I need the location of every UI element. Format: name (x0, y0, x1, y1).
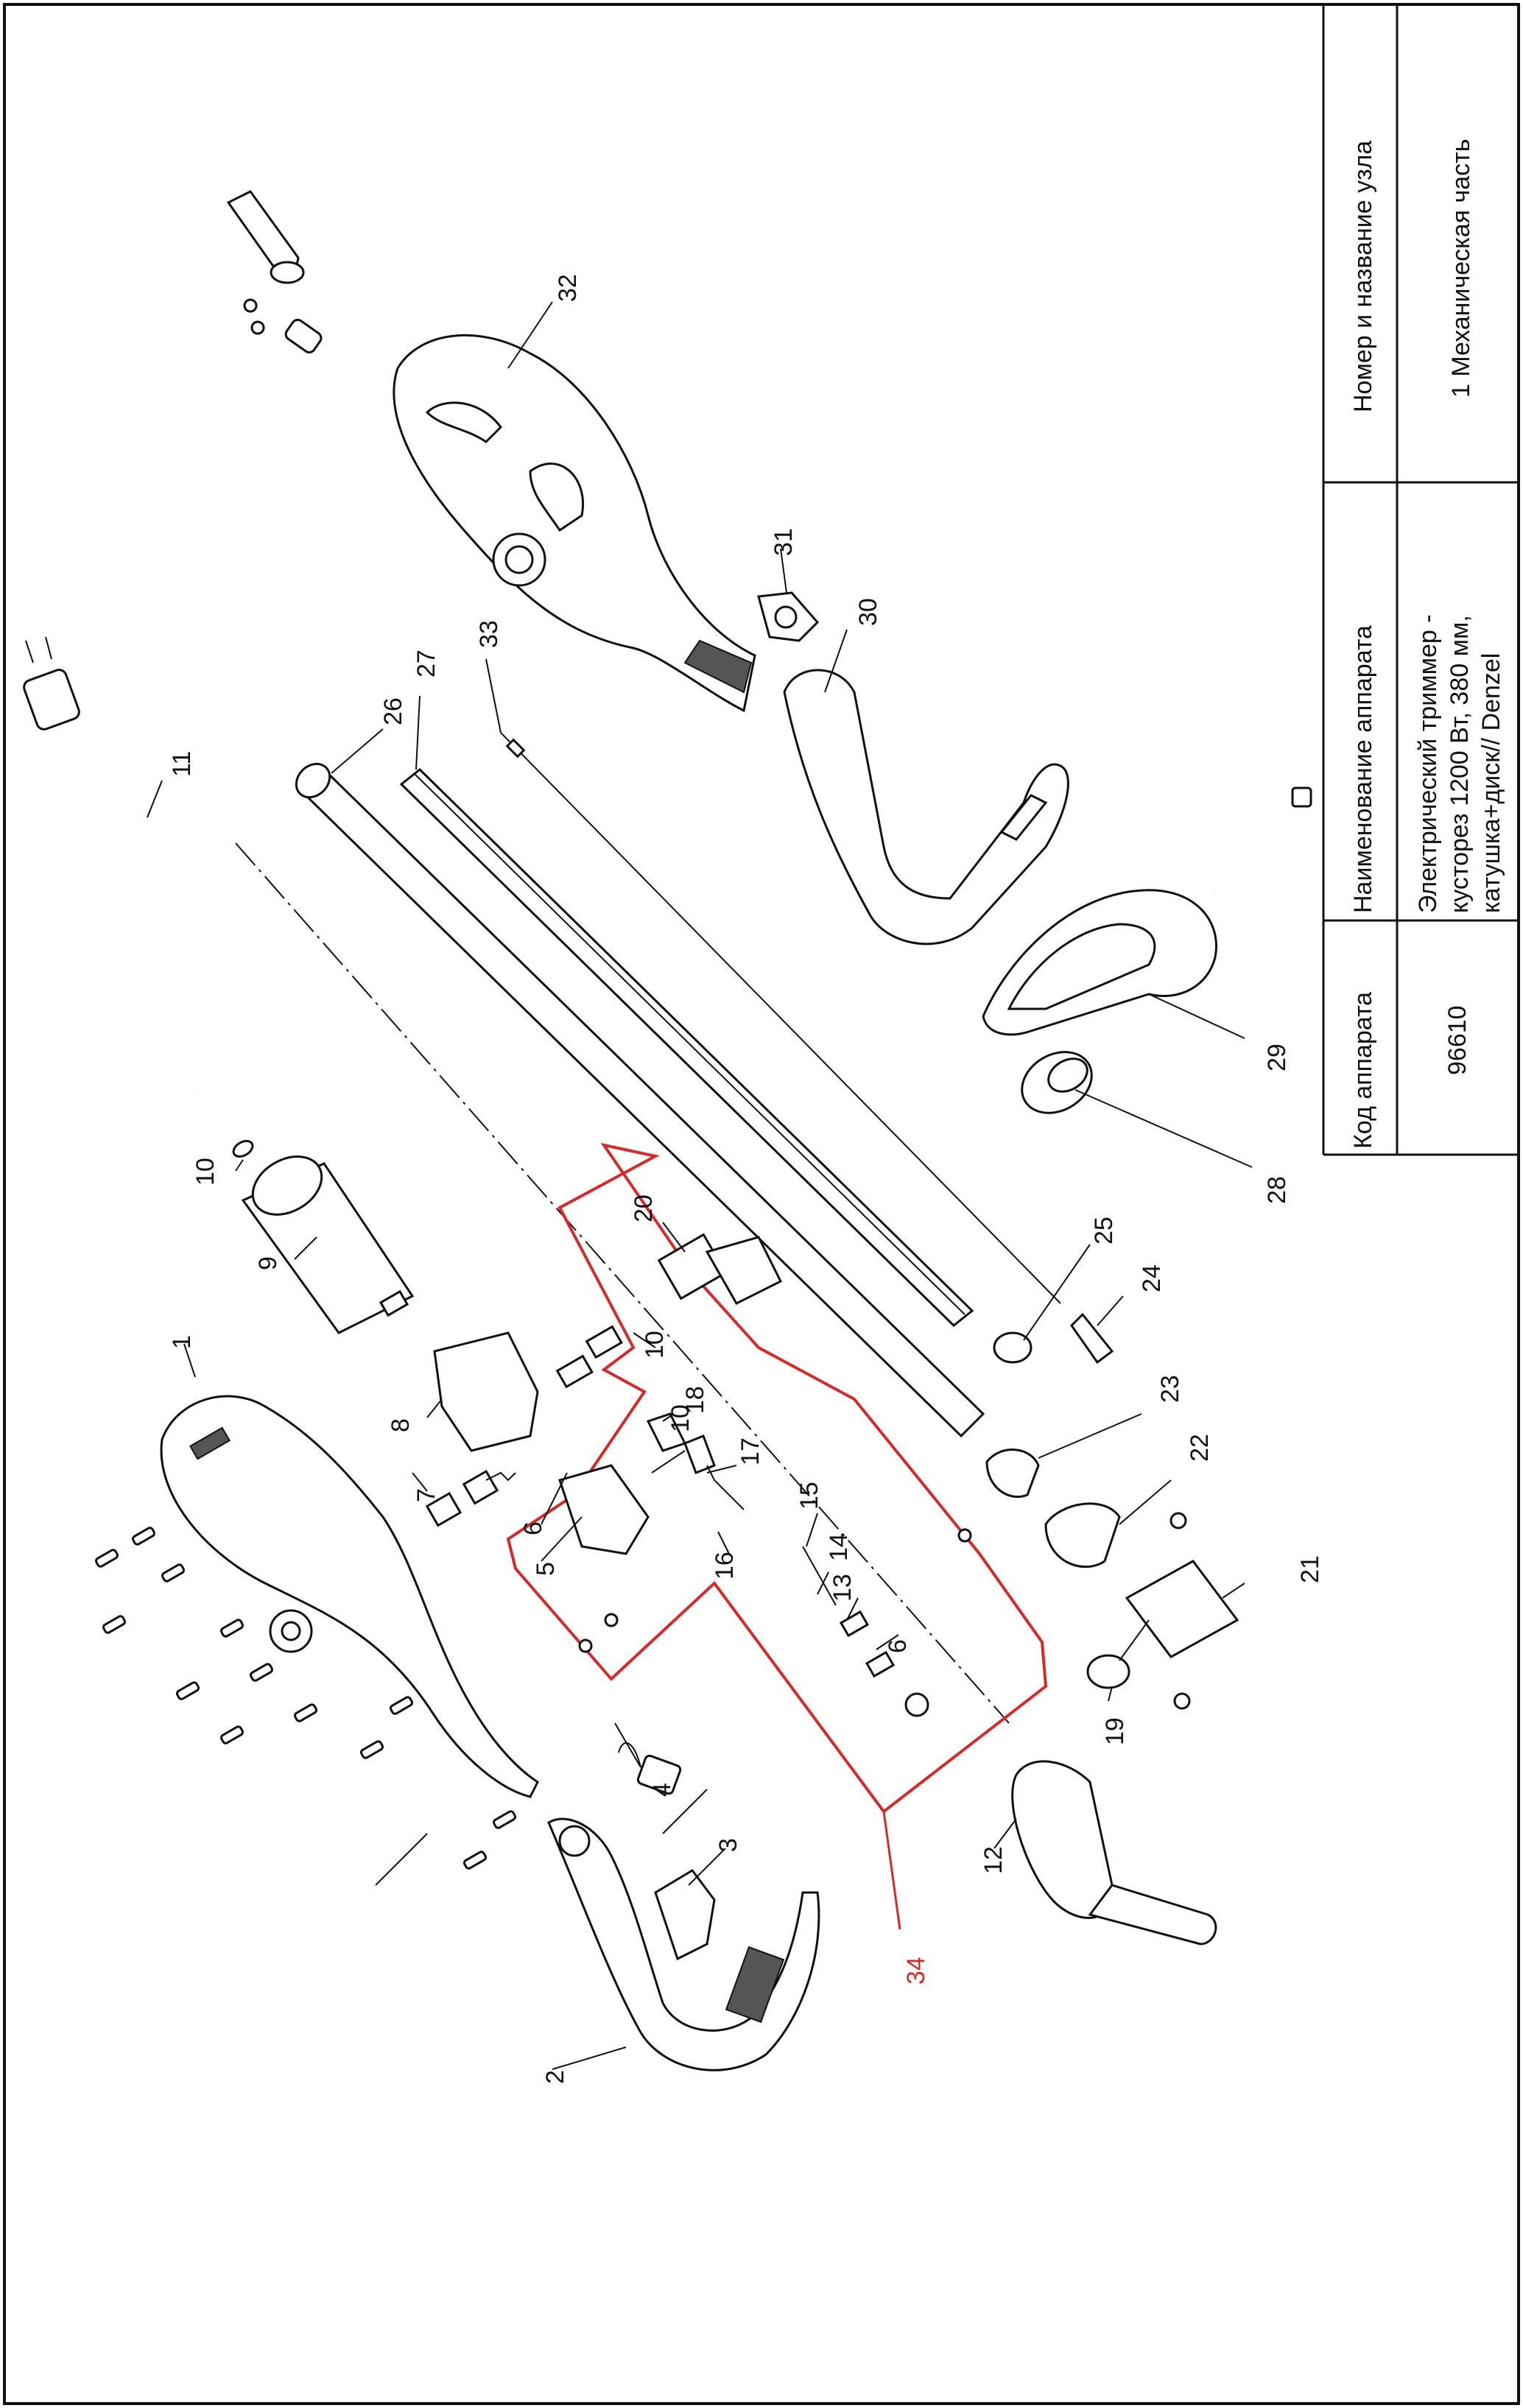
clamp-22 (1044, 1502, 1121, 1569)
tube-21 (1125, 1560, 1239, 1658)
callout-2: 2 (541, 2070, 569, 2084)
clamp-23 (985, 1448, 1040, 1499)
stator-8 (433, 1331, 539, 1452)
callout-31: 31 (770, 528, 798, 556)
rear-handle (393, 334, 756, 713)
motor-housing-left (160, 1395, 539, 1798)
callout-10b: 10 (641, 1331, 669, 1359)
motor-housing-right (547, 1817, 820, 2071)
callout-28: 28 (1263, 1176, 1291, 1204)
callout-8: 8 (387, 1418, 415, 1432)
gear-assembly (555, 1233, 972, 1717)
bolt-24 (1070, 1312, 1114, 1365)
callout-11: 11 (168, 751, 196, 777)
callout-13: 13 (829, 1574, 857, 1602)
title-col2-line1: Электрический триммер - (1414, 614, 1442, 913)
main-tube (295, 762, 985, 1438)
screws-set (94, 1527, 517, 1886)
callout-1: 1 (168, 1335, 196, 1349)
screw-small-21 (1169, 1512, 1187, 1529)
brush-assembly-7 (425, 1469, 516, 1527)
sheet-border (3, 3, 1520, 2405)
knob-19 (1086, 1619, 1191, 1710)
callout-20: 20 (630, 1194, 658, 1222)
callout-34: 34 (902, 1957, 930, 1985)
title-col2-line3: катушка+диск// Denzel (1477, 653, 1505, 913)
cutting-guard (982, 889, 1217, 1036)
callout-12: 12 (979, 1846, 1007, 1874)
title-col2-line2: кусторез 1200 Вт, 380 мм, (1446, 615, 1474, 913)
callout-5: 5 (532, 1562, 560, 1576)
power-cord (23, 636, 199, 1091)
callout-15: 15 (795, 1482, 823, 1510)
callout-30: 30 (854, 598, 882, 626)
bushing-25 (993, 1331, 1033, 1364)
capacitor-4 (618, 1742, 682, 1795)
callout-10c: 10 (666, 1404, 694, 1432)
callout-22: 22 (1186, 1434, 1214, 1462)
blade-cover (1011, 1760, 1217, 1946)
callout-18: 18 (681, 1386, 709, 1414)
callout-27: 27 (412, 649, 440, 677)
pin-10-top (232, 1140, 254, 1158)
callout-labels: 1 2 3 4 5 6 6 7 8 9 10 10 10 11 12 13 14… (168, 274, 1324, 2084)
callout-16: 16 (711, 1552, 739, 1580)
callout-19: 19 (1101, 1717, 1129, 1745)
callout-24: 24 (1138, 1264, 1166, 1292)
title-block: Код аппарата 96610 Наименование аппарата… (1322, 4, 1519, 1156)
callout-25: 25 (1090, 1217, 1118, 1245)
callout-21: 21 (1296, 1555, 1324, 1583)
assembly-34-outline (506, 1142, 1048, 1814)
callout-10a: 10 (191, 1158, 219, 1186)
motor-9 (232, 1140, 415, 1334)
title-col1-value: 96610 (1443, 1005, 1471, 1075)
title-col2-header: Наименование аппарата (1349, 625, 1377, 913)
callout-26: 26 (379, 697, 407, 725)
callout-3: 3 (714, 1838, 742, 1852)
knob-31-hub (774, 605, 798, 629)
callout-17: 17 (736, 1437, 764, 1465)
callout-33: 33 (475, 620, 503, 648)
drive-shaft-rail (399, 767, 974, 1328)
callout-9: 9 (254, 1256, 282, 1270)
callout-7: 7 (412, 1488, 440, 1502)
assembly-34-leader (882, 1811, 901, 1930)
flex-shaft (500, 732, 1061, 1304)
front-handle (783, 669, 1069, 946)
callout-23: 23 (1156, 1375, 1184, 1403)
long-bolt (1213, 786, 1312, 893)
callout-4: 4 (648, 1783, 676, 1797)
title-col3-header: Номер и название узла (1349, 141, 1377, 412)
spool-knob (1021, 1051, 1093, 1114)
callout-6b: 6 (884, 1639, 912, 1653)
title-col1-header: Код аппарата (1349, 992, 1377, 1149)
handle-grip-cap (226, 190, 323, 353)
callout-29: 29 (1263, 1043, 1291, 1071)
assembly-centerline (235, 842, 1010, 1724)
callout-6a: 6 (519, 1521, 547, 1535)
leader-lines (147, 301, 1253, 2070)
switch-3 (654, 1869, 716, 1961)
title-col3-value: 1 Механическая часть (1447, 139, 1475, 398)
callout-32: 32 (554, 274, 582, 302)
callout-14: 14 (825, 1533, 853, 1561)
